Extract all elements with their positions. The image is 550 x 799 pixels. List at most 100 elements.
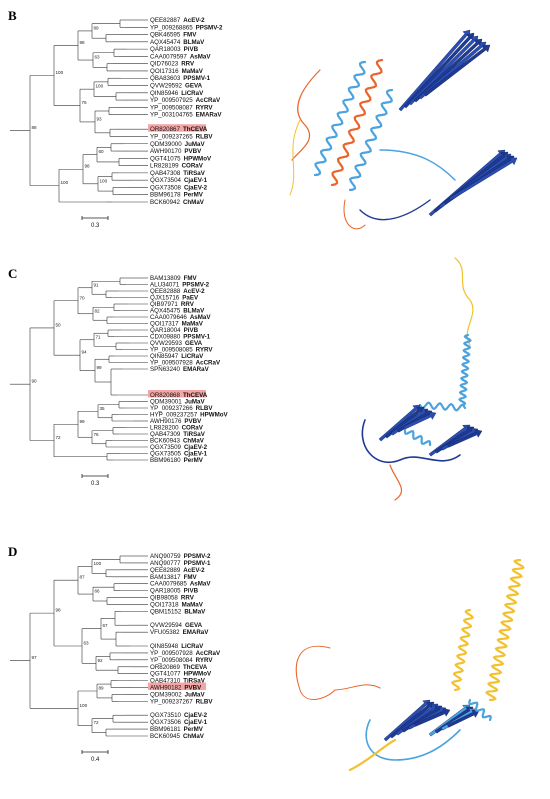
leaf-accession: QDM39001 xyxy=(150,399,182,406)
scale-bar-label: 0.4 xyxy=(91,757,100,763)
leaf-accession: QAR18005 xyxy=(150,588,181,595)
leaf-virus-name: PerMV xyxy=(184,457,204,464)
bootstrap-value: 100 xyxy=(61,180,69,185)
leaf-virus-name: ChMaV xyxy=(183,438,205,445)
leaf-accession: QEE82889 xyxy=(150,567,181,574)
bootstrap-value: 100 xyxy=(100,178,108,183)
beta-strand xyxy=(378,404,421,442)
scale-bar-label: 0.3 xyxy=(91,481,100,487)
bootstrap-value: 76 xyxy=(94,432,100,437)
bootstrap-value: 98 xyxy=(85,164,91,169)
leaf-virus-name: RRV xyxy=(181,595,195,602)
leaf-accession: QAB47308 xyxy=(150,170,181,177)
leaf-accession: QJX15716 xyxy=(150,295,180,302)
leaf-virus-name: EMARaV xyxy=(196,112,223,119)
leaf-virus-name: RLBV xyxy=(196,133,214,140)
leaf-virus-name: MaMaV xyxy=(182,321,204,328)
leaf-virus-name: JuMaV xyxy=(185,399,206,406)
leaf-accession: QAB47310 xyxy=(150,678,181,685)
leaf-accession: QGX73504 xyxy=(150,177,182,184)
bootstrap-value: 63 xyxy=(84,641,90,646)
leaf-virus-name: FMV xyxy=(184,574,198,581)
beta-strand xyxy=(423,44,491,97)
bootstrap-value: 93 xyxy=(97,116,103,121)
leaf-accession: YP_009507928 xyxy=(150,360,193,367)
leaf-virus-name: EMARaV xyxy=(183,629,210,636)
leaf-virus-name: AcEV-2 xyxy=(183,288,205,295)
leaf-virus-name: RYRV xyxy=(196,104,214,111)
leaf-virus-name: ThCEVA xyxy=(183,126,208,133)
leaf-virus-name: PaEV xyxy=(182,295,199,302)
leaf-accession: BAM13809 xyxy=(150,275,181,282)
leaf-accession: AQX45474 xyxy=(150,39,181,46)
leaf-virus-name: MaMaV xyxy=(182,601,204,608)
leaf-accession: BCK60942 xyxy=(150,199,180,206)
loop-segment xyxy=(379,149,456,181)
bootstrap-value: 100 xyxy=(96,84,104,89)
helix-segment xyxy=(458,333,472,407)
leaf-virus-name: PiVB xyxy=(184,588,199,595)
leaf-virus-name: LiCRaV xyxy=(181,643,204,650)
bootstrap-value: 89 xyxy=(99,686,105,691)
bootstrap-value: 94 xyxy=(82,350,88,355)
leaf-virus-name: ThCEVA xyxy=(183,392,208,399)
leaf-accession: LR828200 xyxy=(150,425,179,432)
leaf-accession: QAR18003 xyxy=(150,46,181,53)
leaf-accession: VFU05382 xyxy=(150,629,180,636)
leaf-accession: QGT41075 xyxy=(150,155,181,162)
bootstrap-value: 98 xyxy=(56,608,62,613)
bootstrap-value: 100 xyxy=(94,561,102,566)
leaf-accession: CAA0079597 xyxy=(150,53,187,60)
leaf-virus-name: PerMV xyxy=(184,726,204,733)
leaf-accession: BBM96178 xyxy=(150,192,181,199)
bootstrap-value: 76 xyxy=(82,100,88,105)
leaf-virus-name: EMARaV xyxy=(183,366,210,373)
leaf-accession: QGT41077 xyxy=(150,671,181,678)
leaf-virus-name: RYRV xyxy=(196,347,214,354)
leaf-accession: YP_009237266 xyxy=(150,405,193,412)
bootstrap-value: 89 xyxy=(94,25,100,30)
loop-segment xyxy=(334,684,381,691)
beta-strand xyxy=(408,35,479,106)
bootstrap-value: 100 xyxy=(80,703,88,708)
leaf-virus-name: TiRSaV xyxy=(183,431,205,438)
bootstrap-value: 88 xyxy=(32,125,38,130)
loop-segment xyxy=(295,645,336,700)
leaf-accession: CDX09880 xyxy=(150,334,181,341)
leaf-accession: QEE82888 xyxy=(150,288,181,295)
leaf-virus-name: AcEV-2 xyxy=(183,567,205,574)
leaf-accession: AWH90182 xyxy=(150,685,182,692)
helix-segment xyxy=(403,428,432,447)
bootstrap-value: 63 xyxy=(95,55,101,60)
leaf-virus-name: BLMaV xyxy=(183,39,205,46)
bootstrap-value: 98 xyxy=(80,40,86,45)
leaf-virus-name: PPSMV-2 xyxy=(196,24,223,31)
leaf-virus-name: JuMaV xyxy=(185,691,206,698)
beta-strand xyxy=(434,426,475,454)
leaf-accession: LR828199 xyxy=(150,163,179,170)
leaf-virus-name: BLMaV xyxy=(183,308,205,315)
leaf-accession: SPN63240 xyxy=(150,366,180,373)
